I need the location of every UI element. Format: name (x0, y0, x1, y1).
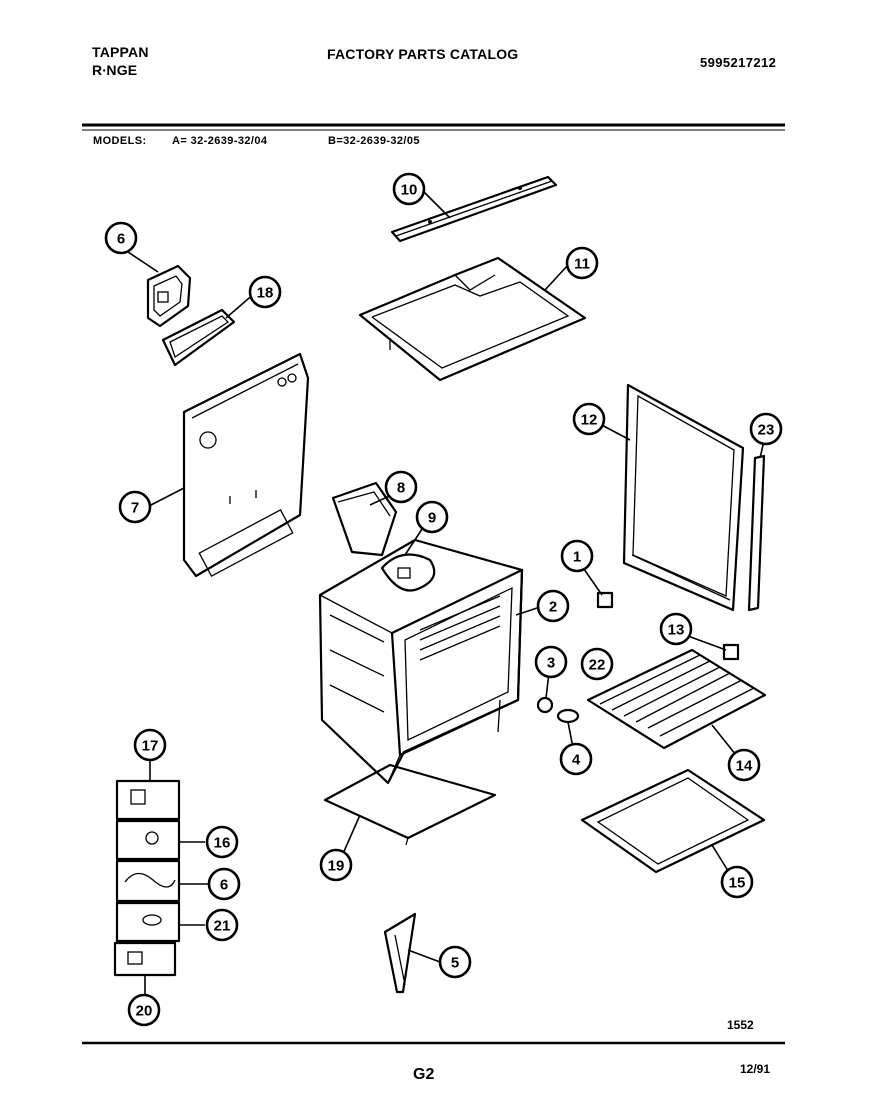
part-oven-rack (586, 648, 767, 750)
model-b: B=32-2639-32/05 (328, 135, 420, 147)
part-rear-panel (182, 352, 310, 578)
callout-label: 9 (428, 510, 436, 527)
callout-label: 3 (547, 655, 555, 672)
callout-18: 18 (248, 275, 282, 309)
catalog-title: FACTORY PARTS CATALOG (327, 46, 519, 62)
callout-label: 15 (729, 875, 746, 892)
part-cooktop-panel (358, 256, 587, 382)
part-top-trim (390, 175, 558, 243)
callout-label: 12 (581, 412, 598, 429)
callout-label: 19 (328, 858, 345, 875)
callout-label: 21 (214, 918, 231, 935)
callout-label: 23 (758, 422, 775, 439)
diagram-number: 1552 (727, 1018, 754, 1032)
page-number: G2 (413, 1066, 435, 1083)
callout-1: 1 (560, 539, 594, 573)
callout-label: 7 (131, 500, 139, 517)
product-name: R∙NGE (92, 62, 138, 78)
callout-label: 2 (549, 599, 557, 616)
callout-label: 18 (257, 285, 274, 302)
callout-14: 14 (727, 748, 761, 782)
callout-5: 5 (438, 945, 472, 979)
brand-name: TAPPAN (92, 44, 149, 60)
callout-16: 16 (205, 825, 239, 859)
callout-label: 13 (668, 622, 685, 639)
part-knob (596, 591, 614, 609)
callout-15: 15 (720, 865, 754, 899)
callout-20: 20 (127, 993, 161, 1027)
part-broiler-pan (580, 768, 766, 874)
small-parts-boxes (113, 779, 181, 977)
callout-label: 6 (117, 231, 125, 248)
callout-2: 2 (536, 589, 570, 623)
callout-17: 17 (133, 728, 167, 762)
model-a: A= 32-2639-32/04 (172, 135, 268, 147)
callout-label: 10 (401, 182, 418, 199)
callout-label: 4 (572, 752, 581, 769)
part-vertical-trim (747, 454, 766, 612)
callout-label: 8 (397, 480, 405, 497)
part-oven-bottom (323, 763, 497, 846)
part-igniter (383, 912, 417, 994)
callout-label: 11 (574, 256, 590, 273)
models-label: MODELS: (93, 135, 147, 147)
callout-label: 14 (736, 758, 753, 775)
part-rack-support (722, 643, 740, 661)
revision-date: 12/91 (740, 1062, 771, 1076)
callout-22: 22 (580, 647, 614, 681)
callout-12: 12 (572, 402, 606, 436)
callout-label: 17 (142, 738, 159, 755)
callout-4: 4 (559, 742, 593, 776)
callout-6b: 6 (207, 867, 241, 901)
callout-8: 8 (384, 470, 418, 504)
part-screw (556, 708, 580, 724)
callout-11: 11 (565, 246, 599, 280)
part-oven-body (318, 538, 524, 785)
callout-label: 20 (136, 1003, 153, 1020)
callout-label: 5 (451, 955, 459, 972)
callout-13: 13 (659, 612, 693, 646)
callout-3: 3 (534, 645, 568, 679)
part-vent-duct (331, 481, 398, 557)
part-clip (536, 696, 554, 714)
callout-label: 6 (220, 877, 228, 894)
catalog-part-number: 5995217212 (700, 55, 777, 70)
callout-7: 7 (118, 490, 152, 524)
callout-9: 9 (415, 500, 449, 534)
callout-label: 22 (589, 657, 606, 674)
callout-label: 16 (214, 835, 231, 852)
part-small-bracket (146, 264, 192, 328)
callout-23: 23 (749, 412, 783, 446)
callout-19: 19 (319, 848, 353, 882)
part-small-frame (161, 308, 236, 367)
part-door-frame (622, 383, 745, 612)
callout-6a: 6 (104, 221, 138, 255)
callout-21: 21 (205, 908, 239, 942)
callout-10: 10 (392, 172, 426, 206)
part-burner-assembly (380, 553, 436, 592)
callout-label: 1 (573, 549, 581, 566)
